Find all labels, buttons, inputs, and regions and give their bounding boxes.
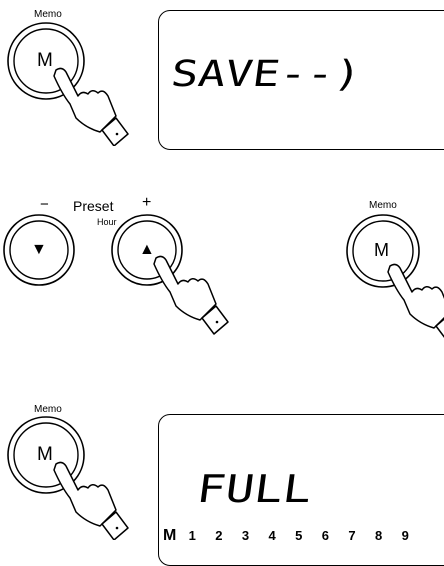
preset-indicator-5: 5: [295, 528, 318, 543]
preset-indicator-9: 9: [402, 528, 416, 543]
pointing-hand-icon: [50, 460, 130, 540]
down-arrow-icon: ▼: [31, 241, 47, 259]
preset-plus-label: +: [142, 194, 151, 212]
preset-label: Preset: [73, 198, 113, 214]
pointing-hand-icon: [150, 254, 234, 338]
preset-indicator-8: 8: [375, 528, 398, 543]
preset-indicator-1: 1: [189, 528, 212, 543]
memo-label: Memo: [369, 200, 397, 211]
preset-indicator-6: 6: [322, 528, 345, 543]
pointing-hand-icon: [50, 66, 130, 146]
pointing-hand-icon: [384, 262, 444, 342]
display-text-save: SAVE--): [169, 54, 364, 95]
preset-indicator-3: 3: [242, 528, 265, 543]
preset-indicator-7: 7: [348, 528, 371, 543]
preset-minus-label: −: [40, 196, 49, 213]
display-text-full: FULL: [194, 467, 314, 511]
memo-label: Memo: [34, 9, 62, 20]
preset-indicator-memo: M: [163, 527, 185, 545]
memo-button-letter: M: [374, 240, 389, 261]
preset-indicator-2: 2: [215, 528, 238, 543]
preset-indicator-row: M 1 2 3 4 5 6 7 8 9: [163, 527, 416, 545]
preset-indicator-4: 4: [269, 528, 292, 543]
